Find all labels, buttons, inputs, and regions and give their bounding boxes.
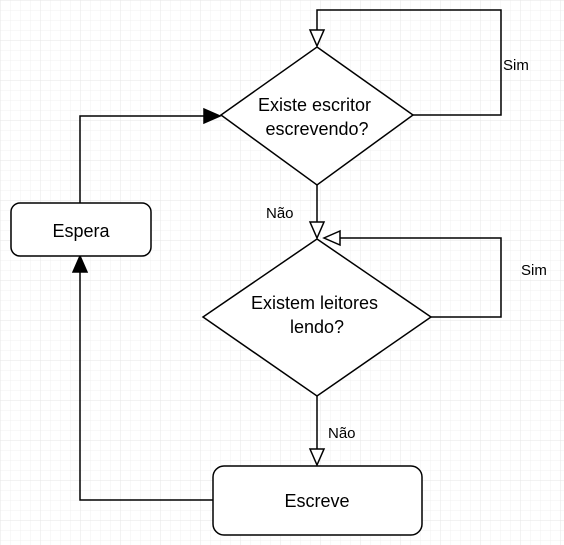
decision-readers-shape: [201, 238, 433, 397]
wait-label: Espera: [52, 221, 110, 241]
decision-readers-label: Existem leitores lendo?: [251, 293, 383, 337]
edge-label-writer-yes: Sim: [503, 57, 529, 74]
wait-node[interactable]: Espera: [10, 202, 152, 257]
arrowhead-wait-to-writer: [203, 107, 222, 125]
edge-label-readers-no: Não: [328, 425, 356, 442]
edge-label-writer-no: Não: [266, 205, 294, 222]
arrowhead-readers-no: [308, 448, 326, 467]
decision-readers-line1: Existem leitores: [251, 293, 378, 313]
edge-label-readers-yes: Sim: [521, 262, 547, 279]
edge-readers-yes-loop: [340, 237, 502, 318]
edge-writer-yes-loop: [316, 9, 502, 116]
arrowhead-writer-yes: [308, 29, 326, 48]
decision-writer-label: Existe escritor escrevendo?: [258, 95, 376, 139]
decision-writer-shape: [219, 46, 415, 186]
write-shape: [212, 465, 423, 536]
arrowhead-writer-no: [308, 221, 326, 240]
edge-write-to-wait: [79, 270, 213, 501]
decision-writer-line1: Existe escritor: [258, 95, 371, 115]
write-label: Escreve: [284, 491, 349, 511]
arrowhead-write-to-wait: [71, 254, 89, 273]
decision-readers-node[interactable]: Existem leitores lendo?: [201, 238, 433, 397]
edge-wait-to-writer: [79, 115, 205, 203]
wait-shape: [10, 202, 152, 257]
arrowhead-readers-yes: [322, 229, 341, 247]
decision-readers-line2: lendo?: [290, 317, 344, 337]
decision-writer-line2: escrevendo?: [265, 119, 368, 139]
write-node[interactable]: Escreve: [212, 465, 423, 536]
decision-writer-node[interactable]: Existe escritor escrevendo?: [219, 46, 415, 186]
